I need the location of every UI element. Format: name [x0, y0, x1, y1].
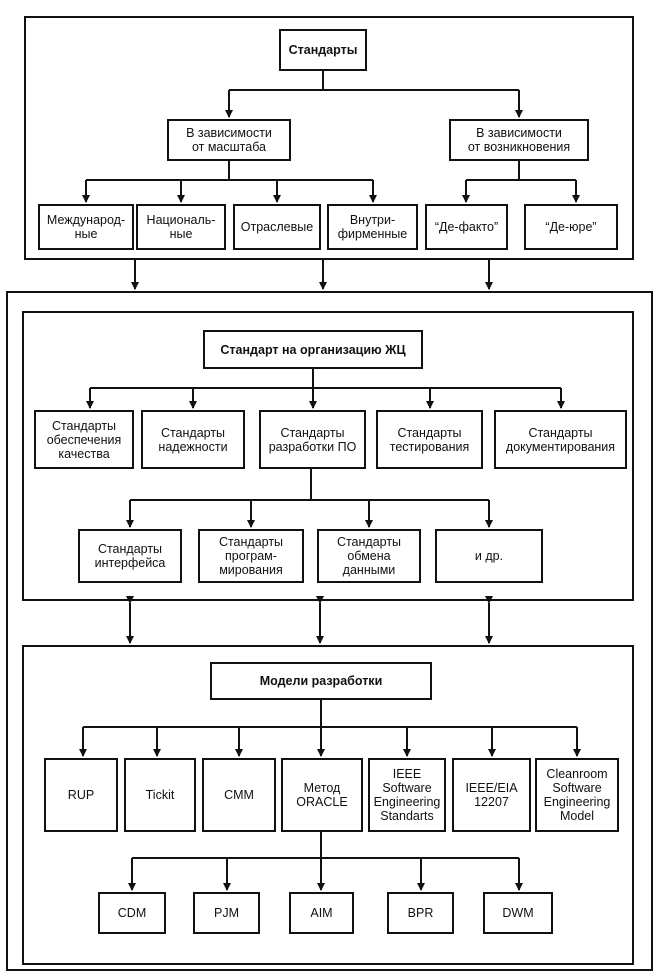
data-exchange-standards: Стандарты обмена данными: [317, 529, 421, 583]
model-ieee-eia-12207: IEEE/EIA 12207: [452, 758, 531, 832]
industry-standards: Отраслевые: [233, 204, 321, 250]
model-rup: RUP: [44, 758, 118, 832]
model-oracle-method: Метод ORACLE: [281, 758, 363, 832]
development-models-root: Модели разработки: [210, 662, 432, 700]
application-frame: [6, 291, 653, 971]
model-ieee-standards: IEEE Software Engineering Standarts: [368, 758, 446, 832]
de-facto-standards: “Де-факто”: [425, 204, 508, 250]
by-origin-node: В зависимости от возникновения: [449, 119, 589, 161]
programming-standards: Стандарты програм- мирования: [198, 529, 304, 583]
interface-standards: Стандарты интерфейса: [78, 529, 182, 583]
model-cmm: CMM: [202, 758, 276, 832]
lifecycle-standard-root: Стандарт на организацию ЖЦ: [203, 330, 423, 369]
development-models-frame: [22, 645, 634, 965]
documentation-standards: Стандарты документирования: [494, 410, 627, 469]
standards-root: Стандарты: [279, 29, 367, 71]
method-dwm: DWM: [483, 892, 553, 934]
model-cleanroom: Cleanroom Software Engineering Model: [535, 758, 619, 832]
other-standards: и др.: [435, 529, 543, 583]
standards-classification-frame: [24, 16, 634, 260]
method-aim: AIM: [289, 892, 354, 934]
method-pjm: PJM: [193, 892, 260, 934]
quality-assurance-standards: Стандарты обеспечения качества: [34, 410, 134, 469]
software-development-standards: Стандарты разработки ПО: [259, 410, 366, 469]
by-scale-node: В зависимости от масштаба: [167, 119, 291, 161]
national-standards: Националь- ные: [136, 204, 226, 250]
model-tickit: Tickit: [124, 758, 196, 832]
de-jure-standards: “Де-юре”: [524, 204, 618, 250]
reliability-standards: Стандарты надежности: [141, 410, 245, 469]
international-standards: Международ- ные: [38, 204, 134, 250]
testing-standards: Стандарты тестирования: [376, 410, 483, 469]
method-cdm: CDM: [98, 892, 166, 934]
method-bpr: BPR: [387, 892, 454, 934]
lifecycle-standards-frame: [22, 311, 634, 601]
corporate-standards: Внутри- фирменные: [327, 204, 418, 250]
